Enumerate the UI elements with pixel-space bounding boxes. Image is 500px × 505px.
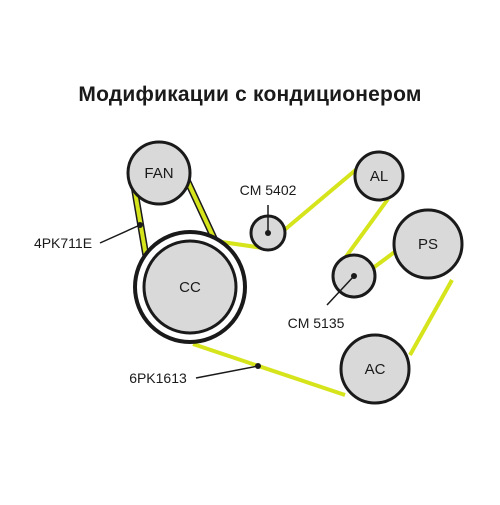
diagram-title: Модификации с кондиционером [78, 83, 422, 106]
idler-cm5402-label: CM 5402 [240, 182, 297, 198]
idler-cm5135: CM 5135 [288, 253, 377, 331]
pulley-ac-label: AC [365, 361, 386, 378]
belt-6pk1613-label: 6PK1613 [129, 370, 187, 386]
pulley-ps: PS [392, 208, 464, 280]
pulley-fan: FAN [126, 140, 192, 206]
pulley-cc: CC [133, 230, 247, 344]
pulley-al: AL [353, 150, 405, 202]
pulley-ps-label: PS [418, 236, 438, 253]
belt-4pk711e-label: 4PK711E [34, 235, 92, 251]
belt-4pk711e-callout: 4PK711E [34, 222, 143, 251]
pulley-cc-label: CC [179, 279, 201, 296]
belt-6pk1613-callout: 6PK1613 [129, 363, 261, 386]
idler-cm5402: CM 5402 [240, 182, 297, 252]
pulley-ac: AC [339, 333, 411, 405]
pulley-al-label: AL [370, 168, 388, 185]
idler-cm5135-label: CM 5135 [288, 315, 345, 331]
pulley-fan-label: FAN [144, 165, 173, 182]
